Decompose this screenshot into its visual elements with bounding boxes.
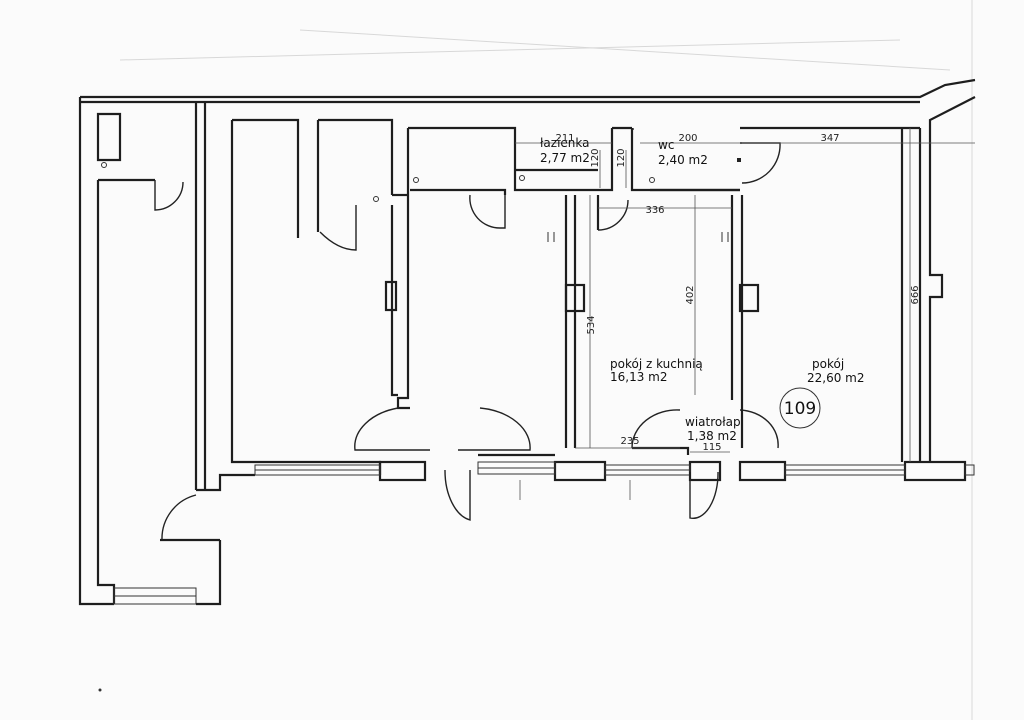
room-name-pokoj: pokój [812, 357, 844, 371]
dimension-labels: 211 200 347 336 235 115 120 120 534 402 … [555, 133, 921, 453]
room-area-pokoj-z-kuchnia: 16,13 m2 [610, 370, 668, 384]
interior-walls [230, 118, 967, 482]
dim-120-b: 120 [616, 148, 627, 167]
doors [154, 128, 781, 541]
south-windows [254, 461, 975, 476]
room-area-lazienka: 2,77 m2 [540, 151, 590, 165]
fixtures [98, 158, 741, 692]
unit-number-badge: 109 [779, 387, 821, 429]
room-name-pokoj-z-kuchnia: pokój z kuchnią [610, 357, 703, 371]
dim-235: 235 [620, 436, 639, 447]
scan-artifacts [119, 0, 973, 720]
unit-number: 109 [784, 399, 816, 419]
dim-336: 336 [645, 205, 664, 216]
dimension-lines [515, 128, 975, 500]
dim-666: 666 [910, 285, 921, 304]
dim-120-a: 120 [590, 148, 601, 167]
dim-347: 347 [820, 133, 839, 144]
dim-534: 534 [586, 315, 597, 334]
room-area-wc: 2,40 m2 [658, 153, 708, 167]
room-name-wc: wc [658, 138, 674, 152]
dim-211: 211 [555, 133, 574, 144]
dim-200: 200 [678, 133, 697, 144]
room-name-lazienka: łazienka [540, 136, 589, 150]
room-labels: łazienka 2,77 m2 wc 2,40 m2 pokój z kuch… [540, 136, 865, 443]
room-name-wiatrolap: wiatrołap [685, 415, 741, 429]
room-area-pokoj: 22,60 m2 [807, 371, 865, 385]
dim-402: 402 [685, 285, 696, 304]
dim-115: 115 [702, 442, 721, 453]
room-area-wiatrolap: 1,38 m2 [687, 429, 737, 443]
exterior-walls [78, 78, 976, 606]
